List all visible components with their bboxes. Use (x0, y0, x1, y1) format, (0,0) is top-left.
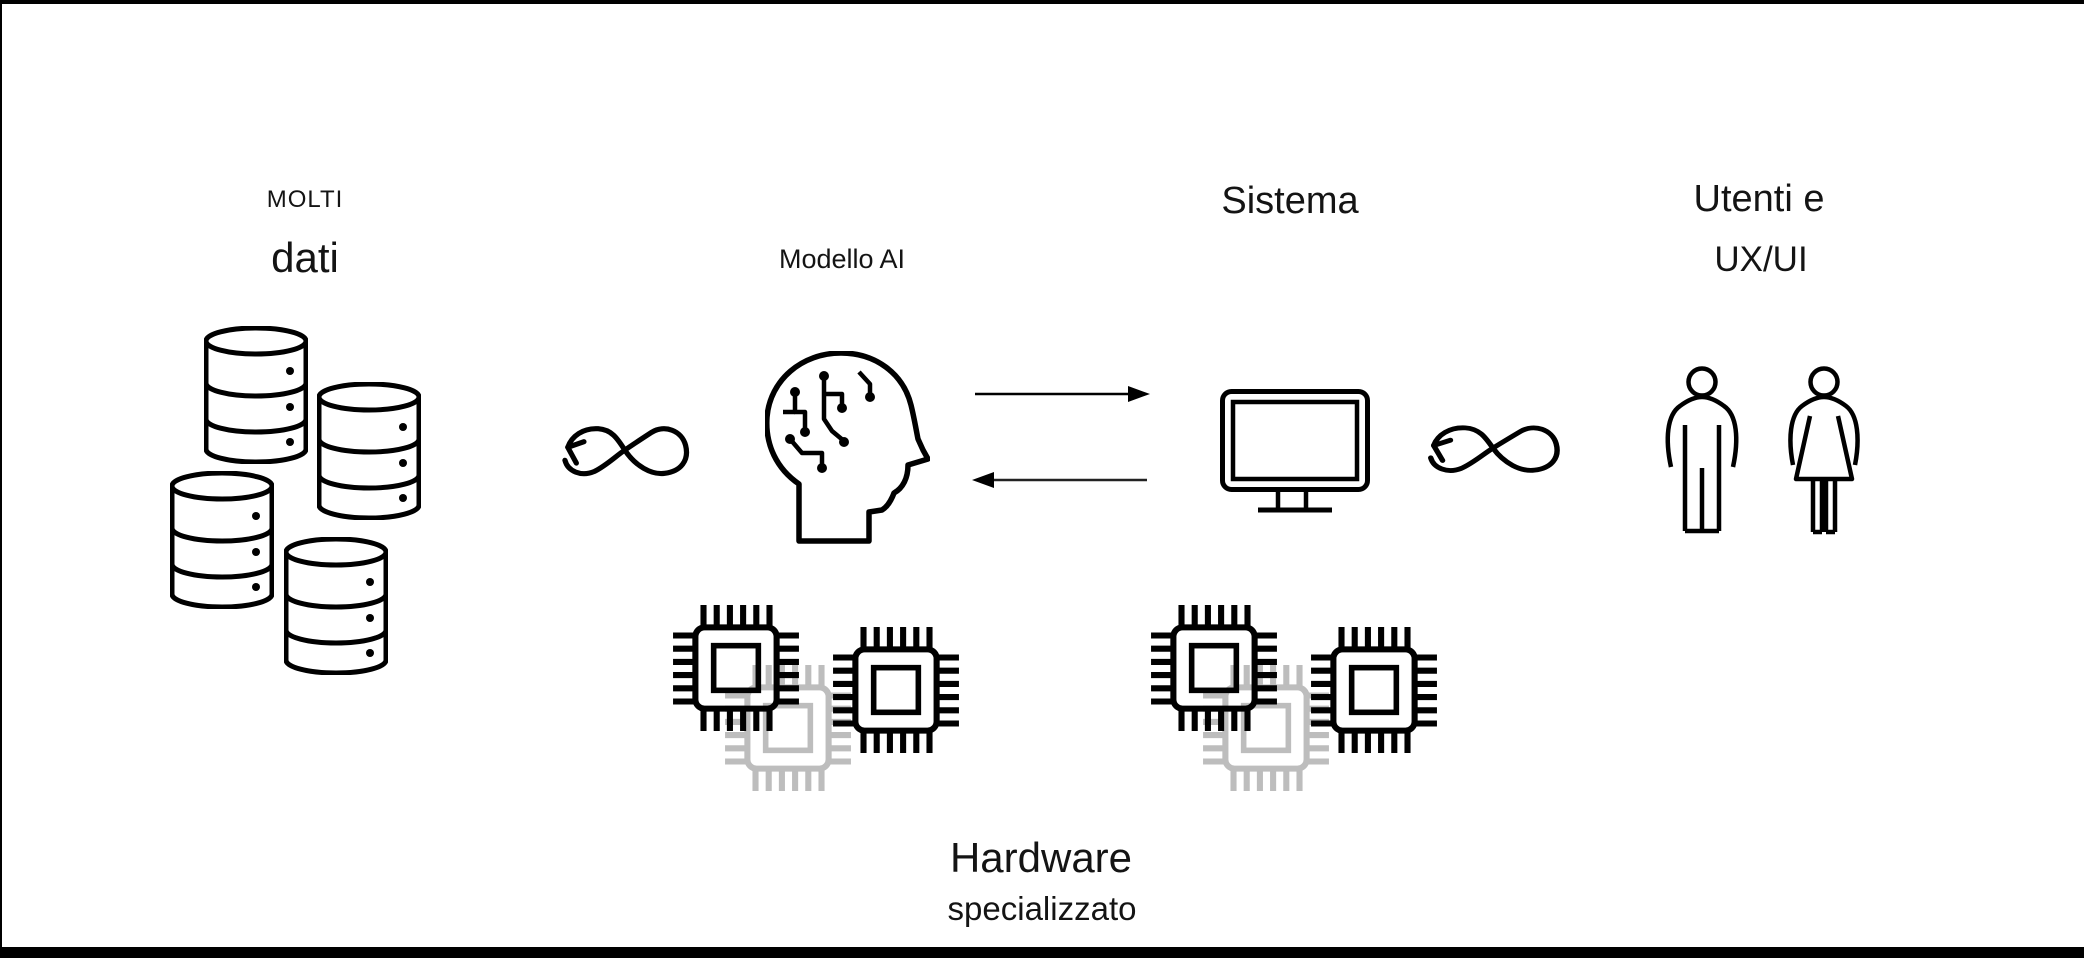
monitor-icon (1220, 389, 1370, 515)
woman-icon (1788, 366, 1860, 538)
chip-icon (830, 624, 962, 756)
data-node-label: dati (271, 234, 339, 281)
arrow-right-icon (975, 386, 1150, 402)
hardware-sublabel: specializzato (947, 890, 1137, 927)
chip-icon (1308, 624, 1440, 756)
system-label: Sistema (1221, 180, 1359, 222)
users-label-line1: Utenti e (1693, 178, 1825, 220)
database-icon (204, 326, 308, 464)
ai-head-circuit-icon (765, 351, 930, 546)
database-icon (170, 471, 274, 609)
arrow-left-icon (972, 472, 1147, 488)
hardware-label: Hardware (949, 834, 1133, 881)
users-label-line2: UX/UI (1714, 240, 1808, 279)
infinity-loop-arrow-icon (545, 412, 697, 490)
infinity-loop-arrow-icon (1410, 412, 1568, 486)
database-icon (317, 382, 421, 520)
ai-model-label: Modello AI (778, 244, 906, 274)
chip-icon (670, 602, 802, 734)
chip-icon (1148, 602, 1280, 734)
bottom-frame-bar (2, 947, 2084, 958)
data-node-eyebrow: MOLTI (266, 186, 344, 213)
database-icon (284, 537, 388, 675)
man-icon (1663, 366, 1741, 538)
